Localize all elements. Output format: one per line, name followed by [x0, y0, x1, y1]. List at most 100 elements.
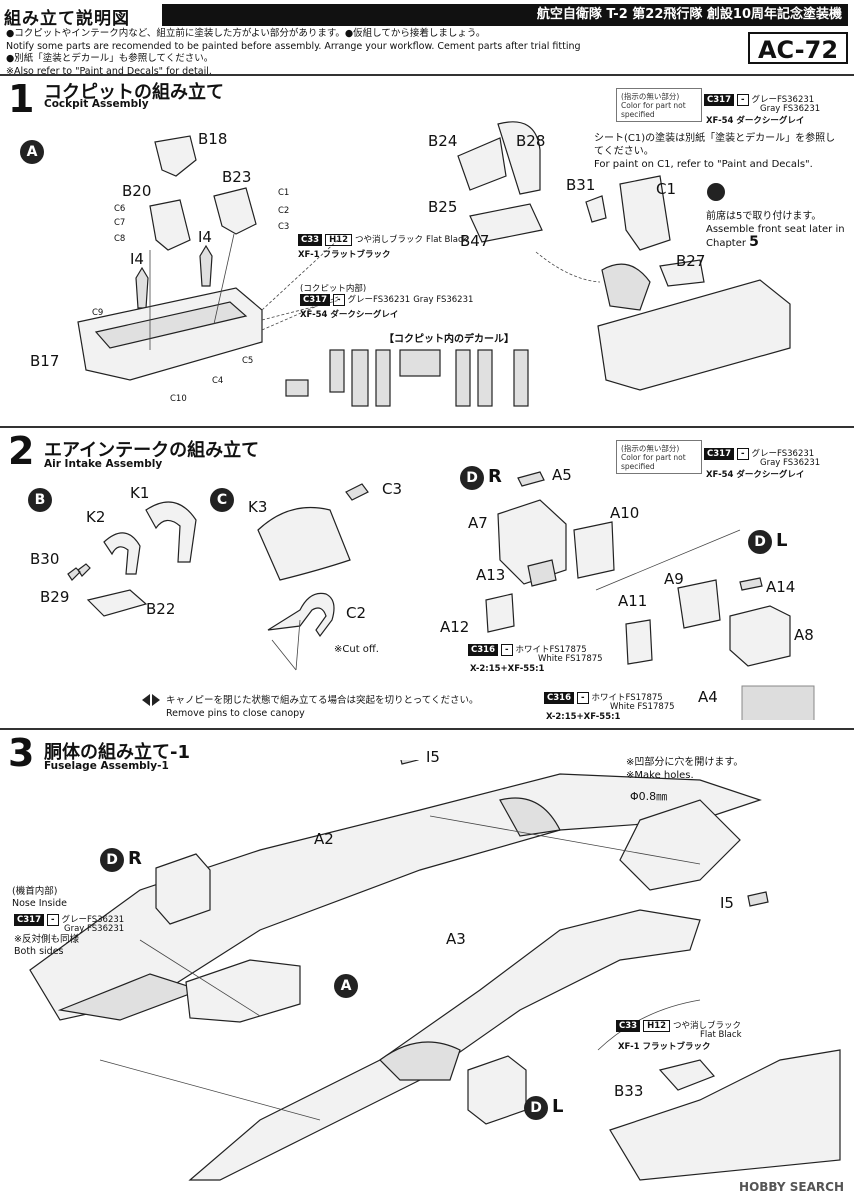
paint-gray: C317 - グレーFS36231 [704, 448, 814, 460]
subassembly-badge-b: B [28, 488, 52, 512]
label-c1: C1 [656, 180, 677, 198]
part-k2 [103, 532, 141, 575]
paint-name-en: Gray FS36231 [760, 458, 821, 468]
nose-inside-note: (機首内部) Nose Inside [12, 886, 67, 910]
label-b17: B17 [30, 352, 60, 370]
label-b20: B20 [122, 182, 152, 200]
note-line: ※反対側も同様 [14, 934, 79, 945]
subassembly-badge-a: A [20, 140, 44, 164]
label-k3: K3 [248, 498, 268, 516]
paint-name-en: Gray FS36231 [64, 924, 125, 934]
assembly-line [213, 233, 235, 325]
step-title-jp: 胴体の組み立て-1 [44, 742, 190, 763]
part-b18 [154, 135, 197, 177]
part-c2 [267, 592, 335, 638]
inset-cockpit-area [609, 1049, 841, 1181]
part-b30 [67, 563, 91, 581]
paint-white: C316 - ホワイトFS17875 [544, 692, 663, 704]
paint-gray: C317 - グレーFS36231 Gray FS36231 [300, 294, 473, 306]
paint-xf: XF-1 フラットブラック [298, 250, 391, 260]
chapter-number: 5 [749, 234, 759, 250]
label-i5-right: I5 [720, 894, 734, 912]
paint-name-jp: つや消しブラック [673, 1021, 742, 1031]
part-b28 [497, 121, 541, 195]
label-b30: B30 [30, 550, 60, 568]
paint-gray-nose: C317 - グレーFS36231 [14, 914, 124, 926]
part-c3 [345, 483, 369, 501]
paint-code2: - [46, 914, 59, 926]
label-a3: A3 [446, 930, 466, 948]
paint-code: C33 [298, 234, 323, 246]
assembly-line [139, 939, 261, 1017]
cut-leader [295, 619, 301, 671]
step-title-jp: エアインテークの組み立て [44, 440, 260, 461]
label-a9: A9 [664, 570, 684, 588]
note-line: Color for part not [621, 453, 686, 462]
note-line: Assemble front seat later in Chapter [706, 224, 845, 249]
label-b18: B18 [198, 130, 228, 148]
kit-code: AC-72 [748, 32, 848, 64]
label-a5: A5 [552, 466, 572, 484]
decal-title: 【コクピット内のデカール】 [384, 334, 514, 345]
label-a10: A10 [610, 504, 640, 522]
paint-code: C317 [14, 914, 44, 926]
note-line: Color for part not [621, 101, 686, 110]
label-i4: I4 [130, 250, 144, 268]
assembly-line [99, 1059, 321, 1121]
note-line: (機首内部) [12, 886, 58, 897]
unspecified-color-note: (指示の無い部分) Color for part not specified [616, 88, 702, 122]
general-notes: ●コクピットやインテーク内など、組立前に塗装した方がよい部分があります。●仮組し… [6, 28, 706, 78]
label-i5: I5 [426, 748, 440, 766]
label-a8: A8 [794, 626, 814, 644]
step-title-en: Cockpit Assembly [44, 98, 149, 110]
paint-name-en: Gray FS36231 [413, 295, 474, 305]
step-title-en: Fuselage Assembly-1 [44, 760, 169, 772]
cockpit-decals [285, 349, 529, 407]
note-line: specified [621, 462, 655, 471]
subassembly-badge-d: D [460, 466, 484, 490]
instruction-title: 組み立て説明図 [4, 9, 130, 29]
subassembly-badge-d: D [748, 530, 772, 554]
label-c2: C2 [346, 604, 367, 622]
photo-inset [741, 685, 815, 720]
label-a12: A12 [440, 618, 470, 636]
front-seat-later-note: 前席は5で取り付けます。 Assemble front seat later i… [706, 210, 852, 250]
label-c3: C3 [382, 480, 403, 498]
paint-name-jp: グレーFS36231 [61, 915, 125, 925]
label-k2: K2 [86, 508, 106, 526]
paint-xf: XF-54 ダークシーグレイ [706, 116, 805, 126]
label-c3-small: C3 [278, 222, 290, 232]
intake-dl-insert [467, 1055, 527, 1125]
note-line: For paint on C1, refer to "Paint and Dec… [594, 159, 813, 170]
assembly-line [429, 815, 701, 865]
paint-code: C316 [544, 692, 574, 704]
step-number: 3 [8, 731, 35, 775]
paint-flat-black: C33 H12 つや消しブラック Flat Black [298, 234, 468, 246]
note-line: Notify some parts are recomended to be p… [6, 40, 581, 52]
cockpit-diagram [77, 121, 791, 407]
part-i4-right [199, 244, 213, 287]
label-b27: B27 [676, 252, 706, 270]
part-a9 [677, 579, 721, 629]
dotted-guide [535, 251, 601, 283]
paint-mix: X-2:15+XF-55:1 [546, 712, 621, 722]
note-line: Both sides [14, 946, 64, 957]
label-left: L [776, 530, 788, 551]
subassembly-badge-d: D [100, 848, 124, 872]
label-b33: B33 [614, 1082, 644, 1100]
hole-size: Φ0.8㎜ [630, 790, 668, 803]
paint-mix: X-2:15+XF-55:1 [470, 664, 545, 674]
part-a10 [573, 521, 615, 579]
paint-code: C317 [704, 448, 734, 460]
label-a2: A2 [314, 830, 334, 848]
part-k1 [145, 501, 197, 563]
pin-icon [142, 694, 160, 706]
step-number: 1 [8, 77, 35, 121]
part-b23 [213, 187, 257, 235]
label-k1: K1 [130, 484, 150, 502]
part-i5-right [747, 891, 769, 907]
label-b25: B25 [428, 198, 458, 216]
label-b29: B29 [40, 588, 70, 606]
step-title-en: Air Intake Assembly [44, 458, 163, 470]
note-line: Remove pins to close canopy [166, 708, 305, 719]
